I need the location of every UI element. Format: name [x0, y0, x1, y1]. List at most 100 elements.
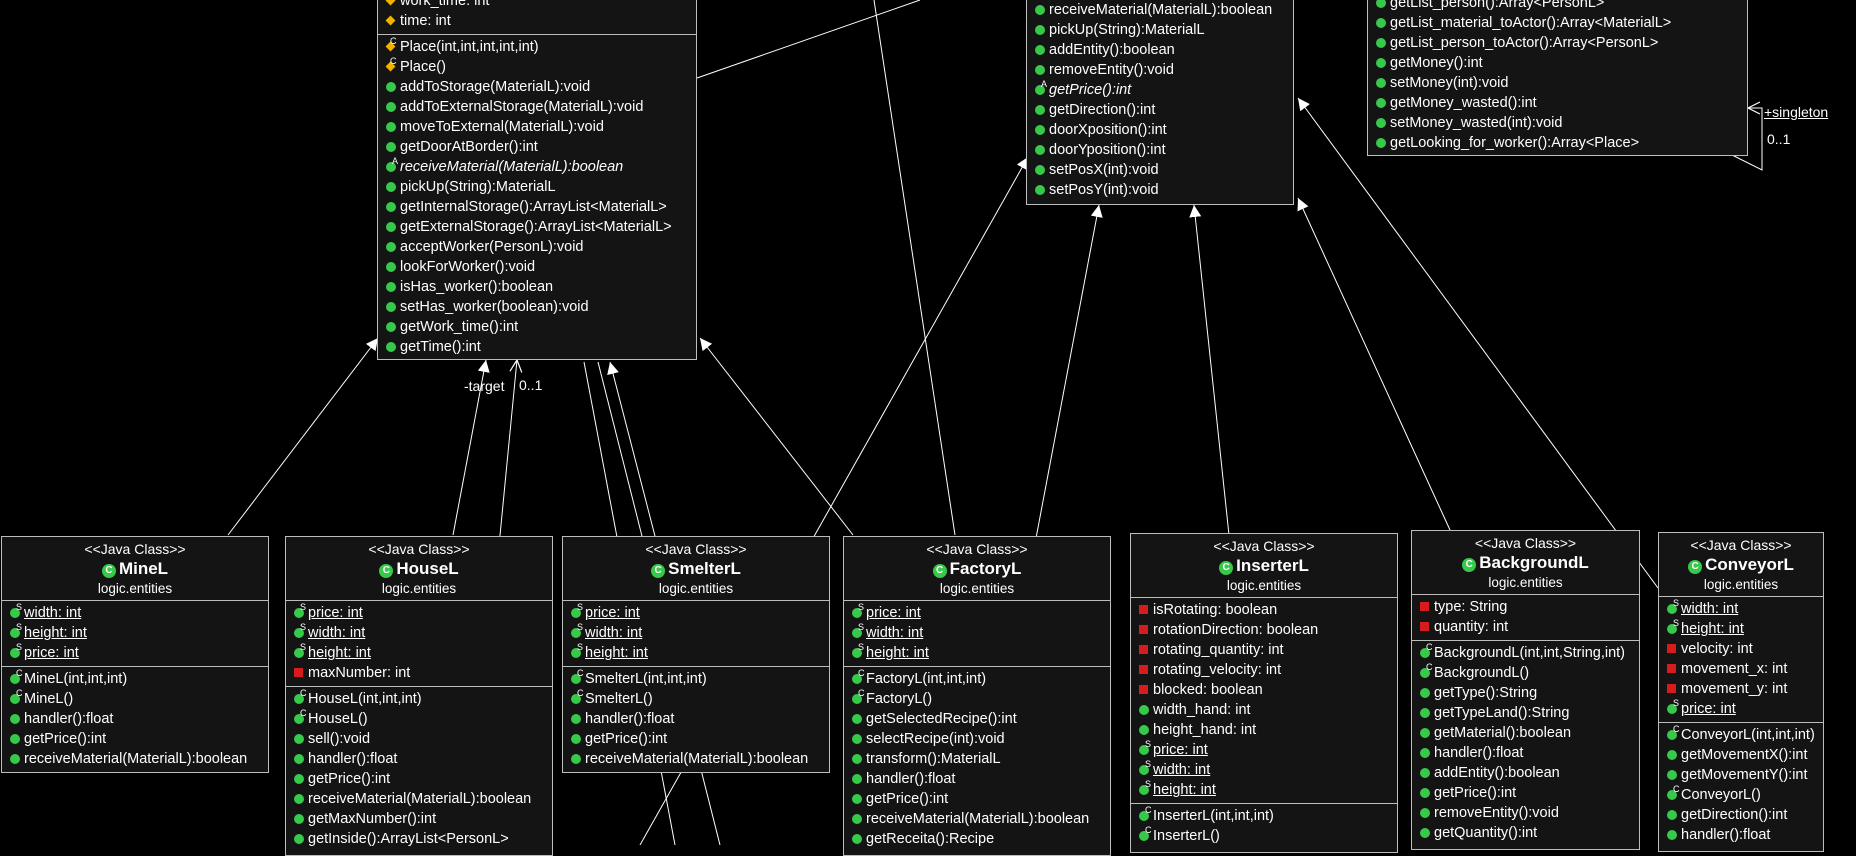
member-row[interactable]: work_time: int [378, 0, 696, 11]
member-row[interactable]: getWork_time():int [378, 317, 696, 337]
member-row[interactable]: height_hand: int [1131, 720, 1397, 740]
member-row[interactable]: acceptWorker(PersonL):void [378, 237, 696, 257]
member-row[interactable]: receiveMaterial(MaterialL):boolean [563, 749, 829, 769]
member-row[interactable]: velocity: int [1659, 639, 1823, 659]
member-row[interactable]: getPrice():int [563, 729, 829, 749]
member-row[interactable]: receiveMaterial(MaterialL):boolean [2, 749, 268, 769]
member-row[interactable]: getDoorAtBorder():int [378, 137, 696, 157]
member-row[interactable]: handler():float [1412, 743, 1639, 763]
member-row[interactable]: getReceita():Recipe [844, 829, 1110, 849]
member-row[interactable]: sell():void [286, 729, 552, 749]
member-row[interactable]: doorXposition():int [1027, 120, 1293, 140]
member-row[interactable]: getDirection():int [1027, 100, 1293, 120]
member-row[interactable]: getQuantity():int [1412, 823, 1639, 843]
member-row[interactable]: addToExternalStorage(MaterialL):void [378, 97, 696, 117]
member-row[interactable]: getMaterial():boolean [1412, 723, 1639, 743]
member-row[interactable]: doorYposition():int [1027, 140, 1293, 160]
member-row[interactable]: type: String [1412, 597, 1639, 617]
member-row[interactable]: moveToExternal(MaterialL):void [378, 117, 696, 137]
member-row[interactable]: addEntity():boolean [1412, 763, 1639, 783]
member-row[interactable]: getType():String [1412, 683, 1639, 703]
member-row[interactable]: removeEntity():void [1412, 803, 1639, 823]
member-row[interactable]: setPosY(int):void [1027, 180, 1293, 200]
member-row[interactable]: isRotating: boolean [1131, 600, 1397, 620]
member-row[interactable]: time: int [378, 11, 696, 31]
member-row[interactable]: getMovementX():int [1659, 745, 1823, 765]
member-row[interactable]: quantity: int [1412, 617, 1639, 637]
member-row[interactable]: transform():MaterialL [844, 749, 1110, 769]
member-row[interactable]: receiveMaterial(MaterialL):boolean [1027, 0, 1293, 20]
member-row[interactable]: addEntity():boolean [1027, 40, 1293, 60]
member-row[interactable]: getMovementY():int [1659, 765, 1823, 785]
member-row[interactable]: width_hand: int [1131, 700, 1397, 720]
member-row[interactable]: setMoney_wasted(int):void [1368, 113, 1747, 133]
member-row[interactable]: rotating_velocity: int [1131, 660, 1397, 680]
member-row[interactable]: setHas_worker(boolean):void [378, 297, 696, 317]
member-row[interactable]: removeEntity():void [1027, 60, 1293, 80]
member-row[interactable]: getPrice():int [286, 769, 552, 789]
member-row[interactable]: handler():float [563, 709, 829, 729]
member-row[interactable]: receiveMaterial(MaterialL):boolean [286, 789, 552, 809]
member-row[interactable]: getPrice():int [1412, 783, 1639, 803]
member-row[interactable]: blocked: boolean [1131, 680, 1397, 700]
member-row[interactable]: getMaxNumber():int [286, 809, 552, 829]
member-row[interactable]: getList_material_toActor():Array<Materia… [1368, 13, 1747, 33]
member-row[interactable]: movement_y: int [1659, 679, 1823, 699]
member-row[interactable]: handler():float [286, 749, 552, 769]
member-row[interactable]: getInside():ArrayList<PersonL> [286, 829, 552, 849]
member-row[interactable]: isHas_worker():boolean [378, 277, 696, 297]
member-row[interactable]: getTypeLand():String [1412, 703, 1639, 723]
member-row[interactable]: maxNumber: int [286, 663, 552, 683]
member-row[interactable]: getList_person():Array<PersonL> [1368, 0, 1747, 13]
member-row[interactable]: pickUp(String):MaterialL [1027, 20, 1293, 40]
member-row[interactable]: getMoney_wasted():int [1368, 93, 1747, 113]
member-row[interactable]: lookForWorker():void [378, 257, 696, 277]
member-row[interactable]: handler():float [2, 709, 268, 729]
member-row[interactable]: getPrice():int [844, 789, 1110, 809]
member-row[interactable]: handler():float [1659, 825, 1823, 845]
member-row[interactable]: pickUp(String):MaterialL [378, 177, 696, 197]
member-row[interactable]: addToStorage(MaterialL):void [378, 77, 696, 97]
member-row[interactable]: getTime():int [378, 337, 696, 357]
member-row[interactable]: setPosX(int):void [1027, 160, 1293, 180]
member-row[interactable]: receiveMaterial(MaterialL):boolean [844, 809, 1110, 829]
